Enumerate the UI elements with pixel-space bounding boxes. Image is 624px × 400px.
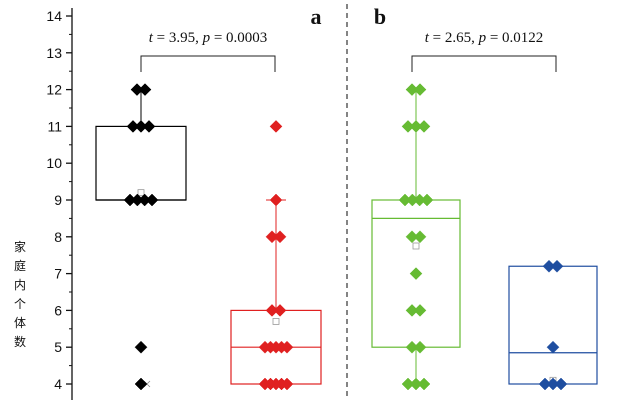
significance-bracket bbox=[140, 55, 276, 72]
y-tick-label: 4 bbox=[54, 376, 62, 392]
y-axis: 4 5 6 7 8 9 10 11 12 13 14 bbox=[46, 4, 348, 400]
mean-marker bbox=[137, 189, 145, 197]
y-tick-label: 9 bbox=[54, 192, 62, 208]
y-tick-label: 12 bbox=[46, 82, 62, 98]
stat-label-part: = 3.95, bbox=[153, 30, 203, 46]
panel-letter: a bbox=[311, 4, 322, 29]
data-point bbox=[417, 377, 431, 391]
stat-label-part: p bbox=[478, 30, 487, 46]
data-point bbox=[134, 377, 148, 391]
data-point bbox=[145, 193, 159, 207]
data-point bbox=[554, 377, 568, 391]
data-point bbox=[269, 193, 283, 207]
mean-marker bbox=[412, 242, 420, 250]
data-point bbox=[273, 230, 287, 244]
group bbox=[95, 83, 187, 391]
group bbox=[508, 259, 598, 391]
box bbox=[95, 125, 187, 201]
y-axis-label-char: 数 bbox=[14, 335, 27, 349]
group bbox=[371, 83, 461, 391]
data-point bbox=[413, 340, 427, 354]
stat-label: t = 3.95, p = 0.0003 bbox=[149, 30, 268, 46]
box bbox=[508, 265, 598, 385]
stat-label-part: t bbox=[149, 30, 154, 46]
data-point bbox=[280, 340, 294, 354]
data-point bbox=[134, 340, 148, 354]
data-point bbox=[417, 120, 431, 133]
panel-b: b t = 2.65, p = 0.0122 bbox=[371, 4, 598, 391]
stat-label-part: p bbox=[202, 30, 211, 46]
stat-label-part: t bbox=[425, 30, 430, 46]
stat-label: t = 2.65, p = 0.0122 bbox=[425, 30, 544, 46]
stat-label-part: = 2.65, bbox=[429, 30, 479, 46]
y-axis-label-char: 内 bbox=[14, 278, 27, 292]
y-tick-label: 7 bbox=[54, 266, 62, 282]
data-point bbox=[413, 304, 427, 317]
y-tick-label: 8 bbox=[54, 229, 62, 245]
stat-label-part: = 0.0122 bbox=[486, 30, 543, 46]
y-tick-label: 10 bbox=[46, 155, 62, 171]
y-tick-label: 13 bbox=[46, 45, 62, 61]
data-point bbox=[280, 377, 294, 391]
panel-a: a t = 3.95, p = 0.0003 bbox=[95, 4, 322, 391]
data-point bbox=[138, 83, 152, 96]
y-tick-label: 14 bbox=[46, 8, 62, 24]
panels: a t = 3.95, p = 0.0003 b t = 2.65, p = 0.01… bbox=[95, 4, 598, 391]
y-tick-label: 5 bbox=[54, 339, 62, 355]
data-point bbox=[550, 259, 564, 273]
stat-label-part: = 0.0003 bbox=[210, 30, 267, 46]
data-point bbox=[269, 120, 283, 133]
data-point bbox=[420, 193, 434, 207]
significance-bracket bbox=[411, 55, 557, 72]
group bbox=[230, 120, 322, 391]
y-axis-label-char: 体 bbox=[14, 316, 27, 330]
data-point bbox=[273, 304, 287, 317]
data-point bbox=[546, 340, 560, 354]
y-tick-label: 11 bbox=[47, 118, 62, 134]
y-axis-label-char: 个 bbox=[14, 297, 27, 311]
y-tick-label: 6 bbox=[54, 302, 62, 318]
panel-letter: b bbox=[374, 4, 386, 29]
data-point bbox=[413, 230, 427, 244]
y-axis-label-char: 家 bbox=[14, 240, 27, 254]
data-point bbox=[142, 120, 156, 133]
y-axis-label-char: 庭 bbox=[14, 259, 27, 273]
mean-marker bbox=[272, 318, 280, 325]
data-point bbox=[409, 267, 423, 280]
data-point bbox=[413, 83, 427, 96]
